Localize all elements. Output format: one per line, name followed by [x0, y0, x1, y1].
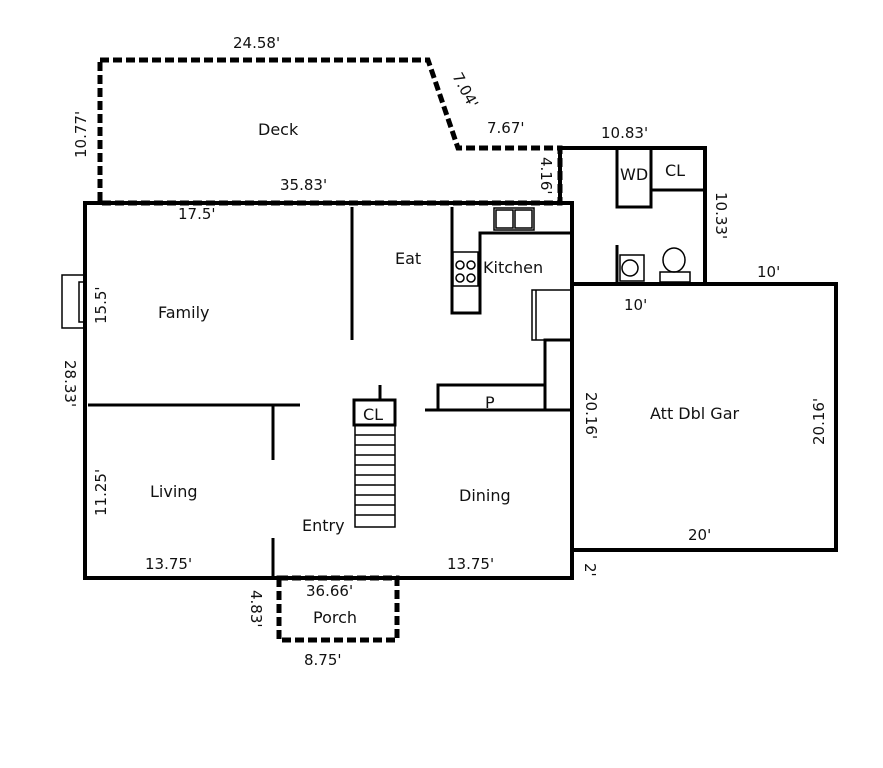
interior-walls — [88, 146, 707, 576]
dim-deck-step: 7.67' — [487, 119, 525, 137]
room-label-porch: Porch — [313, 608, 357, 627]
dim-family-top: 17.5' — [178, 205, 216, 223]
dim-porch-left: 4.83' — [247, 590, 265, 628]
room-label-kitchen: Kitchen — [483, 258, 543, 277]
dim-utility-top: 10.83' — [601, 124, 648, 142]
dim-deck-angle: 7.04' — [448, 69, 482, 111]
dim-garage-bottom: 20' — [688, 526, 711, 544]
room-label-deck: Deck — [258, 120, 299, 139]
room-label-garage: Att Dbl Gar — [650, 404, 740, 423]
fireplace — [61, 274, 86, 329]
dim-porch-bottom: 8.75' — [304, 651, 342, 669]
stairs — [354, 424, 396, 528]
garage-walls — [570, 282, 838, 552]
dim-dining-bottom: 13.75' — [447, 555, 494, 573]
room-label-family: Family — [158, 303, 209, 322]
dim-garage-offset: 2' — [581, 563, 599, 577]
dim-deck-left: 10.77' — [72, 111, 90, 158]
toilet-icon — [659, 247, 691, 283]
dim-family-left: 15.5' — [92, 286, 110, 324]
dim-deck-bottom: 35.83' — [280, 176, 327, 194]
stove-icon — [452, 251, 479, 287]
dim-garage-right: 20.16' — [810, 398, 828, 445]
room-label-utility-closet: CL — [665, 161, 685, 180]
dim-garage-top-left: 10' — [624, 296, 647, 314]
sink-icon — [493, 207, 535, 231]
dim-deck-right: 4.16' — [537, 157, 555, 195]
dim-house-bottom: 36.66' — [306, 582, 353, 600]
bathroom-sink-icon — [619, 254, 645, 282]
room-label-dining: Dining — [459, 486, 511, 505]
dim-living-left: 11.25' — [92, 469, 110, 516]
dim-garage-left: 20.16' — [582, 392, 600, 439]
dim-garage-top-right: 10' — [757, 263, 780, 281]
dim-living-bottom: 13.75' — [145, 555, 192, 573]
dim-house-left: 28.33' — [61, 360, 79, 407]
room-label-eat: Eat — [395, 249, 421, 268]
dim-deck-top: 24.58' — [233, 34, 280, 52]
room-label-living: Living — [150, 482, 198, 501]
refrigerator-icon — [531, 289, 573, 341]
room-label-wd: WD — [620, 165, 648, 184]
room-label-entry: Entry — [302, 516, 345, 535]
dim-utility-right: 10.33' — [712, 192, 730, 239]
room-label-pantry: P — [485, 393, 495, 412]
room-label-entry-closet: CL — [363, 405, 383, 424]
entry-closet — [352, 398, 397, 427]
